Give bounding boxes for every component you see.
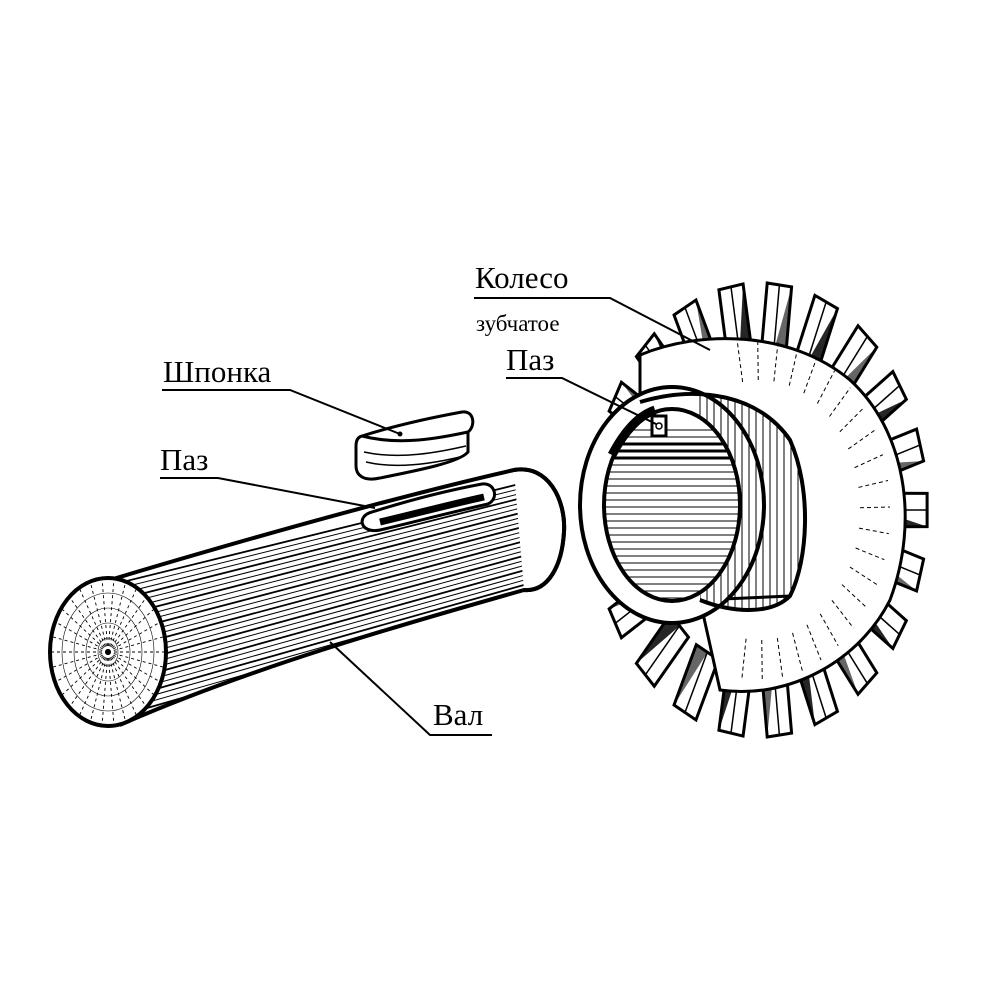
bevel-gear <box>578 281 929 739</box>
shaft-hatch-line <box>103 559 524 692</box>
end-face-hatch-line <box>72 651 109 726</box>
gear-body-hatch-line <box>803 357 818 394</box>
shaft-hatch-line <box>103 579 524 714</box>
hub-keyway-mark <box>655 422 663 430</box>
shaft-hatch-line <box>103 555 524 686</box>
gear-tooth-edge <box>806 301 828 364</box>
end-face-hatch-line <box>51 598 109 653</box>
end-face-ring <box>97 637 119 667</box>
gear-body-hatch-line <box>855 547 885 561</box>
end-face-hatch-line <box>100 651 109 726</box>
shaft-hatch-line <box>103 535 524 664</box>
end-face-ring <box>73 607 143 697</box>
label-gear-line2: зубчатое <box>476 311 560 336</box>
shaft-hatch-line <box>103 511 524 636</box>
end-face-hatch-line <box>107 598 165 653</box>
shaft-hatch-line <box>103 564 524 697</box>
shaft-hatch-line <box>103 540 524 669</box>
shaft-hatch-line <box>103 521 524 647</box>
gear-tooth-shade <box>739 283 752 353</box>
gear-body-hatch-line <box>858 527 889 535</box>
shaft-hatch-line <box>103 492 524 613</box>
label-hub-groove: Паз <box>506 342 554 377</box>
end-face-hatch-line <box>107 651 116 726</box>
key-side-line <box>363 445 467 457</box>
end-face-ring <box>61 592 155 712</box>
leader-key <box>162 389 401 435</box>
shaft-hatch-line <box>103 487 524 608</box>
leader-shaft-groove <box>160 477 376 509</box>
gear-tooth-shade <box>773 286 792 354</box>
gear-tooth-shade <box>806 308 838 371</box>
gear-tooth-shade <box>674 644 708 706</box>
gear-tooth-edge <box>644 625 680 676</box>
leader-gear <box>474 297 711 351</box>
gear-body-hatch-line <box>859 506 890 509</box>
gear-body-hatch-line <box>816 370 836 404</box>
gear-body-hatching <box>736 340 890 680</box>
shaft <box>48 467 567 728</box>
gear-body-hatch-line <box>819 613 839 647</box>
gear-tooth-edge <box>684 652 708 714</box>
gear-body-hatch-line <box>854 454 884 469</box>
gear-body-hatch-line <box>849 566 878 585</box>
shaft-hatch-line <box>103 569 524 703</box>
label-shaft-groove: Паз <box>160 442 208 477</box>
end-face-ring <box>85 622 131 682</box>
end-face-hatch-line <box>107 578 144 653</box>
gear-body-hatch-line <box>806 624 822 661</box>
shaft-hatch-line <box>103 550 524 681</box>
shaft-hatch-line <box>103 516 524 642</box>
gear-tooth-shade <box>636 614 680 664</box>
shaft-hatch-line <box>103 545 524 675</box>
end-face-hatch-line <box>100 578 109 653</box>
shaft-hatch-line <box>103 501 524 625</box>
leader-lines <box>160 297 711 736</box>
gear-body-hatch-line <box>848 429 876 450</box>
hub-keyway <box>650 414 668 438</box>
bore-shadow <box>608 405 657 458</box>
gear-body-hatch-line <box>841 584 867 608</box>
shaft-hatch-line <box>103 526 524 653</box>
end-face-hatch-line <box>51 651 109 706</box>
gear-body-hatch-line <box>858 479 889 488</box>
label-key: Шпонка <box>163 354 272 389</box>
gear-body-hatch-line <box>829 387 851 417</box>
key-body <box>354 410 475 481</box>
gear-tooth-edge <box>772 284 781 352</box>
shaft-right-end <box>513 467 567 593</box>
gear-body-hatch-line <box>831 599 854 629</box>
gear-body-hatch-line <box>839 407 865 433</box>
shaft-hatch-line <box>103 530 524 659</box>
shaft-keyway-shadow <box>379 493 485 526</box>
end-face-hatch-line <box>107 578 116 653</box>
leader-hub-groove <box>506 377 657 425</box>
end-face-hatch-line <box>107 651 165 706</box>
key-side-line-2 <box>365 455 465 467</box>
shaft-hatch-line <box>103 573 524 709</box>
end-face-hatch-line <box>107 651 144 726</box>
leader-shaft <box>329 641 492 736</box>
bore-hatching <box>604 429 740 599</box>
shaft-hatch-line <box>103 497 524 619</box>
shaft-hatch-line <box>103 507 524 630</box>
end-face-hatch-line <box>72 578 109 653</box>
label-gear-line1: Колесо <box>475 260 568 295</box>
key <box>354 410 475 481</box>
label-shaft: Вал <box>433 697 483 732</box>
key-top-edge <box>361 430 469 443</box>
